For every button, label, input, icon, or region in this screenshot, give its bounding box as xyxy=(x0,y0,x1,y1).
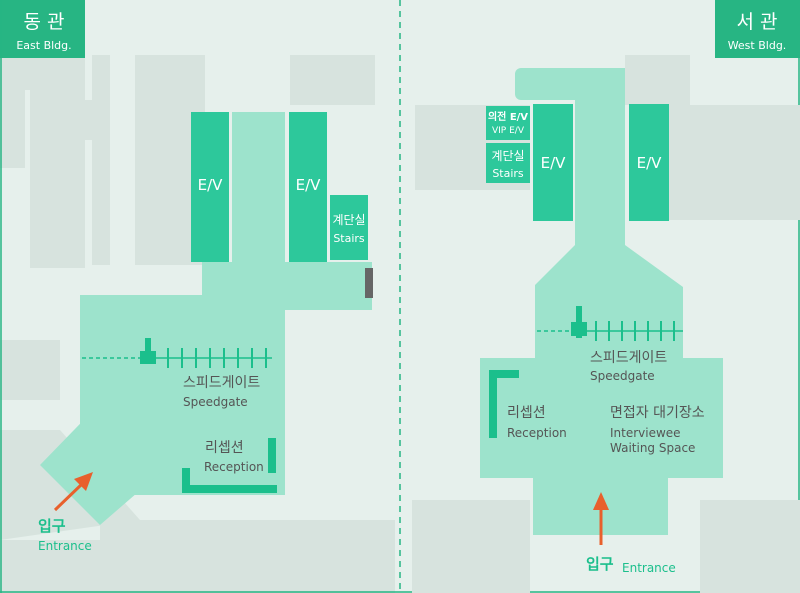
building-block xyxy=(0,540,395,593)
building-block xyxy=(0,340,60,400)
corridor-floor xyxy=(232,112,285,262)
speedgate-post xyxy=(571,322,587,336)
building-block xyxy=(100,520,395,545)
waiting-space-label-en-1: Interviewee xyxy=(610,426,681,440)
east-entrance-arrow-icon xyxy=(53,472,93,512)
reception-desk xyxy=(489,370,497,438)
speedgate-label-ko: 스피드게이트 xyxy=(183,375,260,391)
east-building-title-ko: 동 관 xyxy=(24,11,65,33)
speedgate-post xyxy=(140,351,156,364)
reception-label-en: Reception xyxy=(507,426,567,440)
east-building-title-en: East Bldg. xyxy=(16,39,71,52)
west-building-title-en: West Bldg. xyxy=(728,39,787,52)
elevator-block xyxy=(533,104,573,221)
reception-desk xyxy=(268,438,276,473)
stairs-label-en: Stairs xyxy=(492,167,524,180)
west-building-badge xyxy=(715,0,800,58)
lobby-floor xyxy=(95,385,200,465)
corridor-floor xyxy=(575,68,625,253)
elevator-label: E/V xyxy=(637,154,663,172)
east-building-badge xyxy=(0,0,85,58)
west-entrance-arrow-icon xyxy=(593,492,609,545)
entrance-label-en: Entrance xyxy=(38,539,92,553)
building-block xyxy=(625,55,690,105)
reception-desk xyxy=(182,468,190,493)
stairs-block xyxy=(330,195,368,260)
entrance-label-ko: 입구 xyxy=(586,555,614,573)
entrance-label-en: Entrance xyxy=(622,561,676,575)
lobby-floor xyxy=(480,358,723,478)
west-speedgate xyxy=(537,306,683,341)
east-speedgate xyxy=(82,338,272,368)
speedgate-label-en: Speedgate xyxy=(183,395,248,409)
building-block xyxy=(290,55,375,105)
reception-label-ko: 리셉션 xyxy=(205,440,244,456)
elevator-label: E/V xyxy=(541,154,567,172)
stairs-label-ko: 계단실 xyxy=(491,149,524,163)
elevator-block xyxy=(629,104,669,221)
waiting-space-label-ko: 면접자 대기장소 xyxy=(610,405,705,421)
reception-label-ko: 리셉션 xyxy=(507,405,546,421)
entrance-label-ko: 입구 xyxy=(38,517,66,535)
speedgate-label-ko: 스피드게이트 xyxy=(590,350,667,366)
stairs-label-ko: 계단실 xyxy=(332,213,365,227)
building-block xyxy=(0,58,25,168)
vip-elevator-label-en: VIP E/V xyxy=(492,126,525,136)
building-block xyxy=(412,500,530,593)
stairs-label-en: Stairs xyxy=(333,232,365,245)
door-wall xyxy=(365,268,373,298)
west-building-title-ko: 서 관 xyxy=(737,11,778,33)
reception-label-en: Reception xyxy=(204,460,264,474)
elevator-block xyxy=(191,112,229,262)
speedgate-label-en: Speedgate xyxy=(590,369,655,383)
building-block xyxy=(30,58,85,268)
waiting-space-label-en-2: Waiting Space xyxy=(610,441,695,455)
building-block xyxy=(700,500,800,593)
vip-elevator-label-ko: 의전 E/V xyxy=(488,110,528,123)
stairs-block xyxy=(486,143,530,183)
elevator-label: E/V xyxy=(198,176,224,194)
elevator-label: E/V xyxy=(296,176,322,194)
vip-elevator-block xyxy=(486,106,530,140)
reception-desk xyxy=(489,370,519,378)
elevator-block xyxy=(289,112,327,262)
reception-desk xyxy=(182,485,277,493)
building-block xyxy=(92,55,110,265)
